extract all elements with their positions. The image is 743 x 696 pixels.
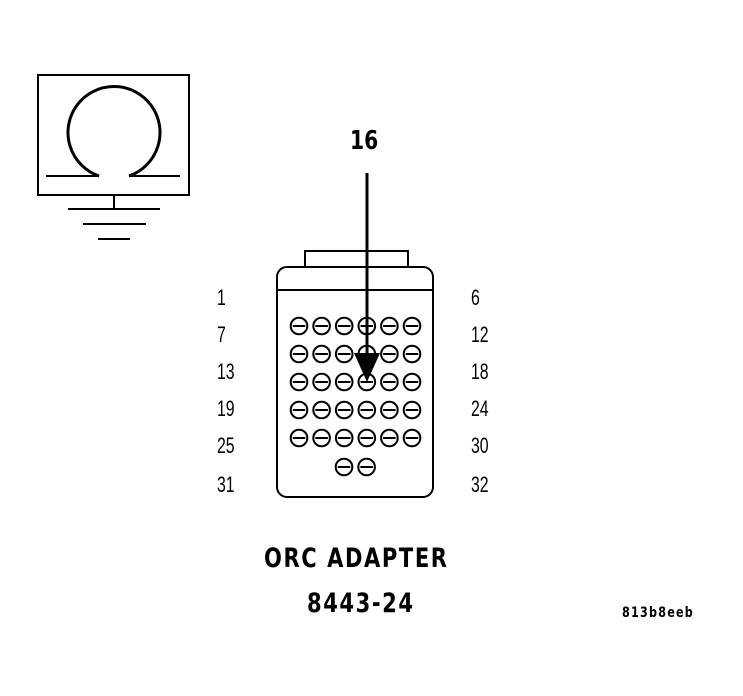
right-pin-label: 18 (471, 359, 489, 384)
connector-pin (334, 316, 354, 336)
left-pin-label: 19 (217, 396, 235, 421)
ohmmeter-omega-ground-icon (37, 74, 190, 240)
probe-pin-label: 16 (350, 126, 379, 156)
connector-pin (380, 372, 399, 392)
connector-pin (380, 316, 399, 336)
connector-pin (402, 344, 422, 364)
connector-pin (357, 428, 377, 448)
right-pin-label: 24 (471, 396, 489, 421)
connector-pin (334, 457, 354, 477)
connector-pin (289, 316, 309, 336)
connector-pin (312, 316, 331, 336)
right-pin-label: 12 (471, 322, 489, 347)
connector-pin (334, 372, 354, 392)
connector-pin (312, 372, 331, 392)
connector-pin (289, 372, 309, 392)
connector-pin (289, 428, 309, 448)
adapter-name: ORC ADAPTER (264, 543, 449, 574)
connector-pin (312, 428, 331, 448)
left-pin-label: 7 (217, 322, 226, 347)
connector-pins (289, 316, 422, 477)
connector-pin (402, 316, 422, 336)
connector-pin (289, 344, 309, 364)
connector-pin (334, 344, 354, 364)
right-pin-label: 30 (471, 433, 489, 458)
right-pin-label: 6 (471, 285, 480, 310)
connector-pin (334, 400, 354, 420)
connector-pin (312, 344, 331, 364)
connector-pin (380, 428, 399, 448)
connector-pin (334, 428, 354, 448)
connector-pin (402, 428, 422, 448)
left-pin-label: 25 (217, 433, 235, 458)
left-pin-label: 13 (217, 359, 235, 384)
probe-arrow (354, 173, 380, 382)
adapter-part-number: 8443-24 (307, 588, 415, 619)
connector-pin (357, 372, 377, 392)
left-pin-label: 31 (217, 472, 235, 497)
connector-pin (312, 400, 331, 420)
connector-pin (357, 457, 376, 477)
connector-pin (402, 372, 422, 392)
connector-pin (357, 400, 377, 420)
connector-pin (402, 400, 422, 420)
connector-pin (289, 400, 309, 420)
right-pin-label: 32 (471, 472, 489, 497)
connector-pin (380, 400, 399, 420)
figure-code: 813b8eeb (622, 605, 694, 621)
left-pin-label: 1 (217, 285, 226, 310)
connector-pin (380, 344, 399, 364)
